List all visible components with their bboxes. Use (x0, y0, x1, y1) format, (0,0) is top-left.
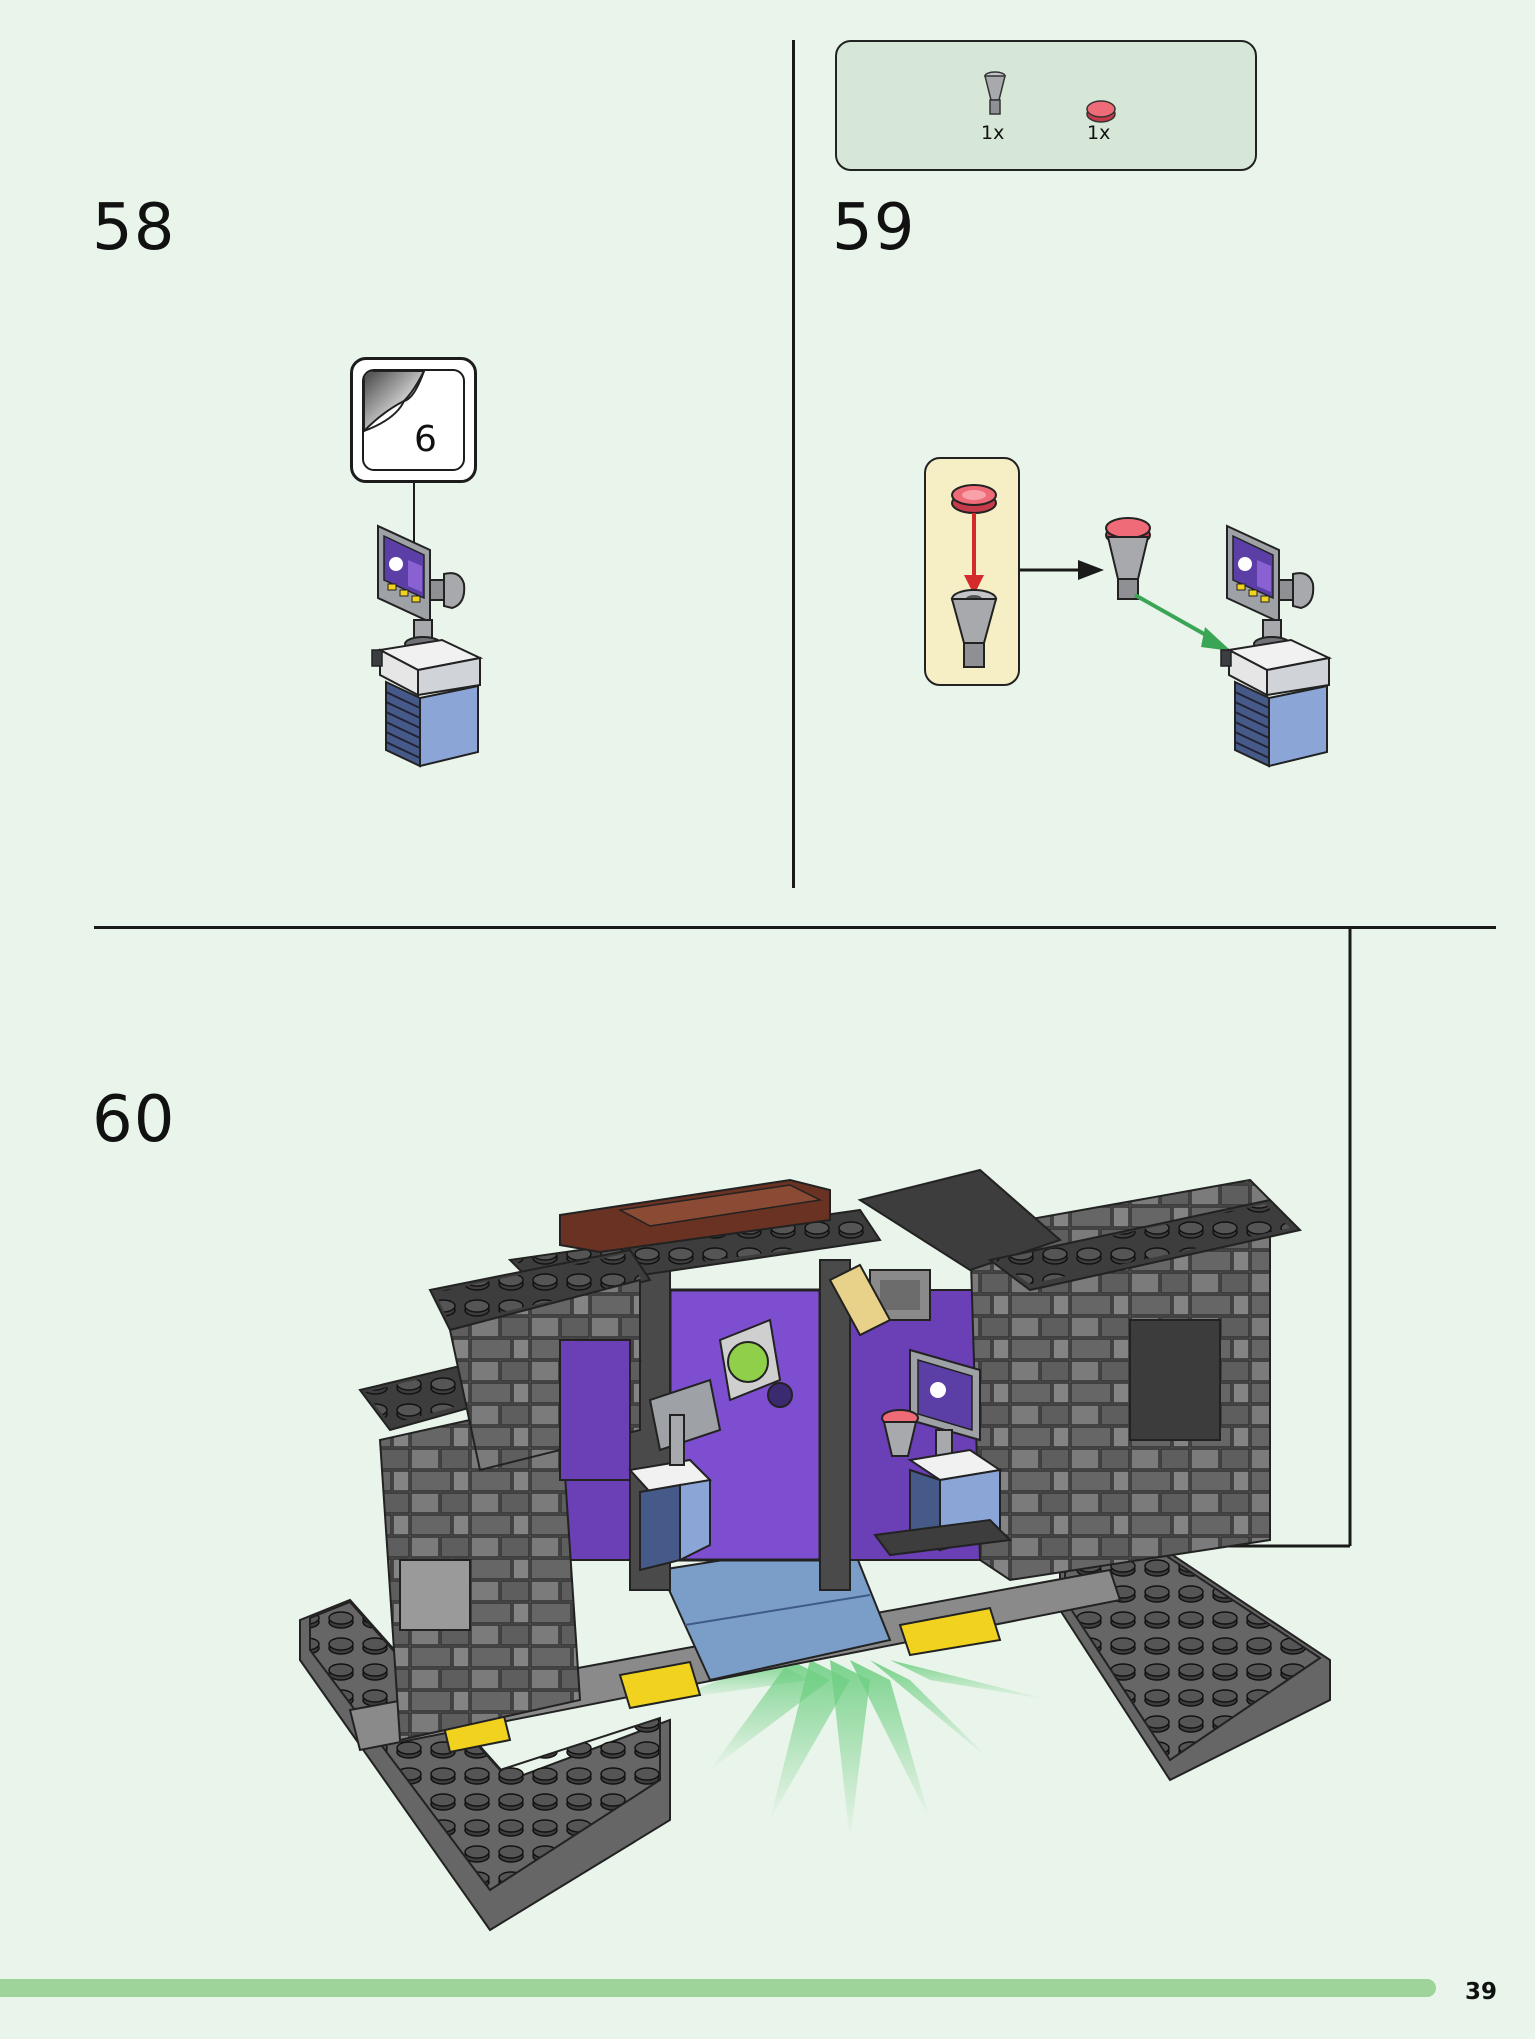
sub-assembly-parts (950, 484, 998, 668)
page-number: 39 (1465, 1979, 1498, 2005)
part-qty-tile: 1x (1087, 122, 1111, 144)
step-number-60: 60 (92, 1083, 176, 1157)
right-console-model (873, 1348, 1013, 1557)
part-qty-cone: 1x (981, 122, 1005, 144)
step-number-58: 58 (92, 191, 176, 265)
panel-divider-horizontal (94, 926, 1496, 929)
console-assembly-58 (371, 524, 484, 768)
red-capped-cone (1105, 517, 1151, 600)
progress-bar (0, 1979, 1436, 1997)
callout-leader-line (413, 483, 415, 553)
panel-divider-vertical (792, 40, 795, 888)
light-gray-cone-part (984, 71, 1006, 115)
parts-list-box: 1x 1x (835, 40, 1257, 171)
step-number-59: 59 (832, 191, 916, 265)
step59-placement-arrow (1134, 593, 1231, 651)
left-console-model (628, 1318, 782, 1572)
page-curl-icon (364, 371, 426, 433)
trans-red-tile-part (1086, 100, 1116, 123)
sticker-sheet-number: 6 (414, 419, 437, 460)
console-assembly-59 (1220, 524, 1333, 768)
step59-assembly-arrow (1020, 560, 1104, 580)
sticker-sheet-icon: 6 (362, 369, 465, 471)
sticker-sheet-callout: 6 (350, 357, 477, 483)
green-glow-effect (670, 1660, 1050, 1840)
hideout-wall-model (299, 1168, 1331, 1932)
